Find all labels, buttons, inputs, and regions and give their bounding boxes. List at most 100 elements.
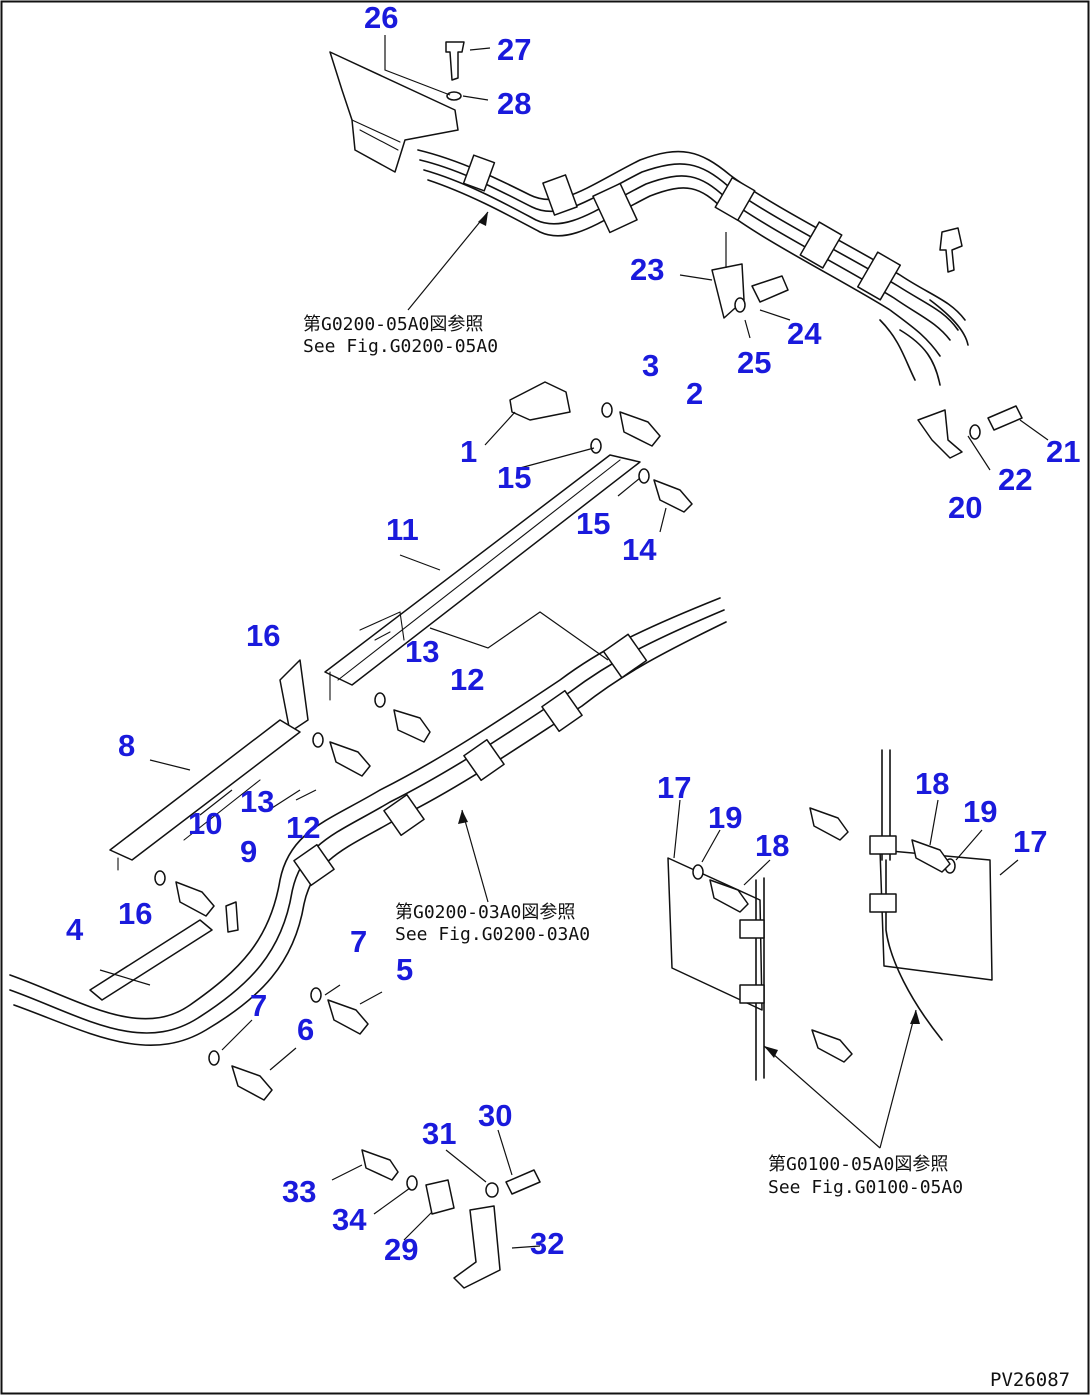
washer-part-15 [638, 468, 650, 484]
bracket-part-4 [89, 919, 213, 1001]
callout-labels: 26 27 28 23 24 25 3 2 1 15 15 14 21 22 2… [66, 0, 1080, 1267]
arrow-head-icon [764, 1046, 778, 1058]
arrow-head-icon [478, 212, 488, 226]
callout-12-lower: 12 [286, 810, 320, 845]
callout-28: 28 [497, 86, 531, 121]
hose-clamp [714, 177, 756, 221]
callout-7-upper: 7 [350, 924, 367, 959]
bolt-part-24 [751, 275, 789, 303]
callout-2: 2 [686, 376, 703, 411]
callout-18-left: 18 [755, 828, 789, 863]
callout-31: 31 [422, 1116, 456, 1151]
callout-34: 34 [332, 1202, 367, 1237]
washer-part-34 [406, 1175, 418, 1191]
clip [739, 984, 765, 1004]
clip [869, 893, 897, 913]
bracket-part-1 [509, 381, 571, 421]
clip [739, 919, 765, 939]
callout-23: 23 [630, 252, 664, 287]
washer-part-25 [734, 297, 746, 313]
callout-7-lower: 7 [250, 988, 267, 1023]
callout-8: 8 [118, 728, 135, 763]
bolt-part-18 [911, 839, 951, 873]
hose-clamp [542, 174, 578, 216]
callout-15-upper: 15 [497, 460, 531, 495]
washer-part-31 [485, 1182, 499, 1198]
bolt [811, 1029, 853, 1063]
top-hose-assembly [329, 35, 1049, 471]
bolt-part-14 [653, 479, 693, 513]
bolt-part-12 [393, 709, 431, 743]
reference-en-top: See Fig.G0200-05A0 [303, 336, 498, 357]
callout-25: 25 [737, 345, 771, 380]
callout-15-lower: 15 [576, 506, 610, 541]
callout-17-left: 17 [657, 770, 691, 805]
callout-32: 32 [530, 1226, 564, 1261]
middle-hose-assembly [9, 597, 727, 1101]
bracket-part-8 [109, 719, 301, 861]
hose-clamp [293, 843, 335, 887]
callout-18-right: 18 [915, 766, 949, 801]
callout-29: 29 [384, 1232, 418, 1267]
callout-4: 4 [66, 912, 84, 947]
hose-clamp [463, 738, 505, 782]
washer-part-13 [312, 732, 324, 748]
spacer-part-16 [279, 659, 309, 733]
callout-5: 5 [396, 952, 413, 987]
callout-13-upper: 13 [405, 634, 439, 669]
callout-20: 20 [948, 490, 982, 525]
reference-en-right: See Fig.G0100-05A0 [768, 1177, 963, 1198]
callout-24: 24 [787, 316, 822, 351]
arrow-head-icon [910, 1010, 920, 1024]
callout-13-lower: 13 [240, 784, 274, 819]
callout-6: 6 [297, 1012, 314, 1047]
bottom-bracket-assembly [331, 1129, 541, 1289]
callout-14: 14 [622, 532, 657, 567]
washer-part-28 [446, 91, 462, 101]
clip [869, 835, 897, 855]
washer-part-10 [154, 870, 166, 886]
bolt-part-9 [175, 881, 215, 917]
spacer-part-16 [225, 901, 239, 933]
callout-9: 9 [240, 834, 257, 869]
bolt-part-21 [987, 405, 1023, 431]
callout-19-left: 19 [708, 800, 742, 835]
plate-part-17 [879, 849, 993, 981]
washer-part-7 [208, 1050, 220, 1066]
callout-16-lower: 16 [118, 896, 152, 931]
reference-jp-top: 第G0200-05A0図参照 [303, 314, 483, 335]
hose-clamp [799, 221, 843, 269]
callout-30: 30 [478, 1098, 512, 1133]
fitting-part-32 [453, 1205, 501, 1289]
washer-part-3 [601, 402, 613, 418]
hose-clamp [856, 251, 902, 301]
callout-1: 1 [460, 434, 477, 469]
callout-17-right: 17 [1013, 824, 1047, 859]
callout-16-upper: 16 [246, 618, 280, 653]
hose-clamp [592, 182, 638, 234]
callout-26: 26 [364, 0, 398, 35]
hose-end-bolt [939, 227, 963, 273]
middle-bracket-assembly [109, 381, 693, 933]
bolt-part-18 [709, 879, 749, 913]
bolt-part-33 [361, 1149, 399, 1181]
reference-jp-middle: 第G0200-03A0図参照 [395, 902, 575, 923]
callout-33: 33 [282, 1174, 316, 1209]
callout-21: 21 [1046, 434, 1080, 469]
callout-11: 11 [386, 512, 419, 547]
hose-clamp [383, 793, 425, 837]
reference-en-middle: See Fig.G0200-03A0 [395, 924, 590, 945]
bracket-part-20 [917, 409, 963, 459]
bolt [809, 807, 849, 841]
hose-clamp [602, 633, 648, 679]
hose-clamp [541, 689, 583, 733]
reference-leader-right [763, 1009, 917, 1149]
right-plate-assembly [667, 749, 1019, 1081]
callout-10: 10 [188, 806, 222, 841]
callout-19-right: 19 [963, 794, 997, 829]
bolt-part-27 [445, 41, 465, 81]
bolt-part-5 [327, 999, 369, 1035]
reference-jp-right: 第G0100-05A0図参照 [768, 1154, 948, 1175]
